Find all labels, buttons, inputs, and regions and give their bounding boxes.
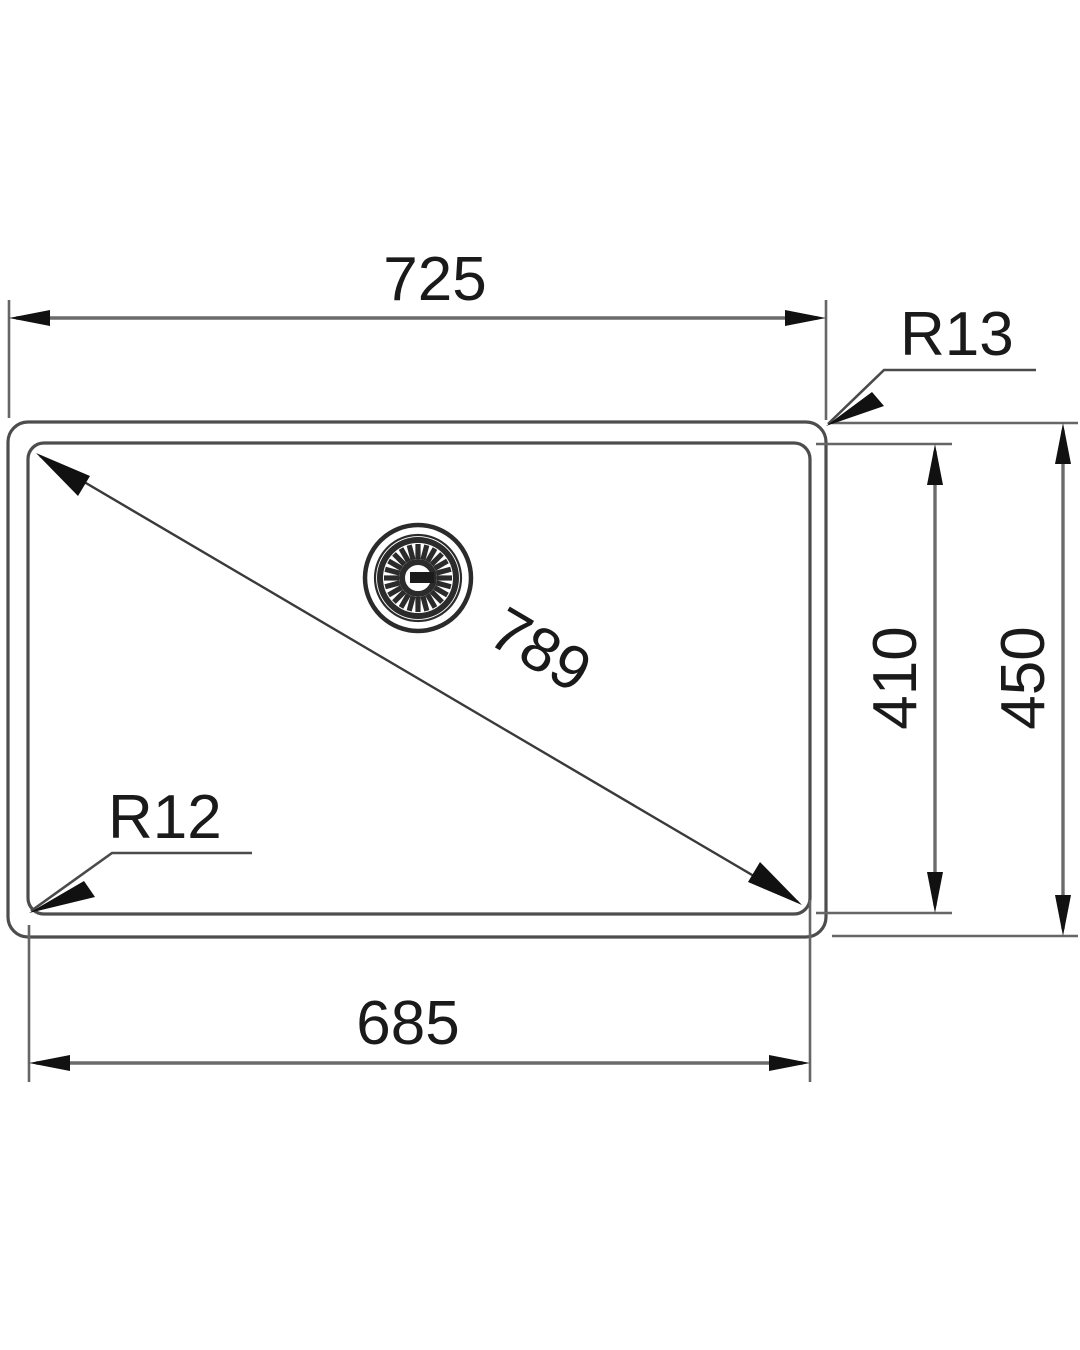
drain-body-ring	[377, 537, 459, 619]
arrow-head-top-right	[785, 310, 826, 326]
arrow-head-diagonal-start	[36, 453, 90, 496]
dimension-bottom-width: 685	[27, 900, 812, 1082]
callout-label-r12: R12	[108, 783, 222, 852]
dimension-label-789: 789	[478, 594, 602, 706]
callout-outer-radius: R13	[826, 300, 1036, 426]
drain-strainer	[362, 522, 474, 634]
drain-slot	[433, 558, 449, 571]
arrow-head-bottom-left	[29, 1055, 70, 1071]
drain-slot	[384, 580, 401, 590]
drain-slot	[406, 544, 416, 561]
dim-line-diagonal	[39, 454, 799, 904]
arrow-head-r13	[826, 392, 884, 426]
sink-outer-rim	[6, 420, 828, 939]
drain-slot	[425, 547, 438, 563]
arrow-head-inner-top	[927, 444, 943, 485]
drain-mid-ring	[373, 533, 463, 623]
callout-inner-radius: R12	[29, 783, 252, 913]
arrow-head-diagonal-end	[748, 862, 802, 905]
drain-slot	[420, 595, 430, 612]
drain-slot	[398, 593, 411, 609]
drain-slot	[387, 558, 403, 571]
arrow-head-top-left	[9, 310, 50, 326]
dimension-label-450: 450	[989, 626, 1058, 729]
drain-slot	[435, 566, 452, 576]
callout-label-r13: R13	[900, 300, 1014, 369]
leader-line-r13	[827, 368, 1036, 425]
arrow-head-bottom-right	[769, 1055, 810, 1071]
drain-hub-bar	[410, 572, 434, 583]
sink-inner-bowl	[26, 441, 812, 916]
drain-slot	[429, 589, 444, 604]
drain-slot	[420, 544, 430, 561]
drain-slot	[406, 595, 416, 612]
arrow-head-outer-top	[1055, 423, 1071, 464]
drain-slot	[433, 585, 449, 598]
arrow-head-outer-bottom	[1055, 895, 1071, 936]
drain-slot	[429, 552, 444, 567]
drain-slot	[435, 580, 452, 590]
drain-slot	[398, 547, 411, 563]
drain-slot	[384, 566, 401, 576]
dimension-inner-height: 410	[816, 442, 952, 915]
drain-slot	[425, 593, 438, 609]
drain-slot	[392, 589, 407, 604]
sink-part-geometry	[6, 420, 828, 939]
dimension-label-410: 410	[861, 626, 930, 729]
dimension-label-685: 685	[356, 989, 459, 1058]
dimension-outer-height: 450	[832, 421, 1078, 938]
drain-slot	[392, 552, 407, 567]
dimension-top-width: 725	[7, 245, 828, 420]
dimension-label-725: 725	[383, 245, 486, 314]
drain-slot	[387, 585, 403, 598]
drain-slot-group	[384, 544, 452, 612]
drain-outer-ring	[362, 522, 474, 634]
leader-line-r12	[30, 851, 252, 913]
arrow-head-inner-bottom	[927, 872, 943, 913]
arrow-head-r12	[29, 881, 95, 913]
